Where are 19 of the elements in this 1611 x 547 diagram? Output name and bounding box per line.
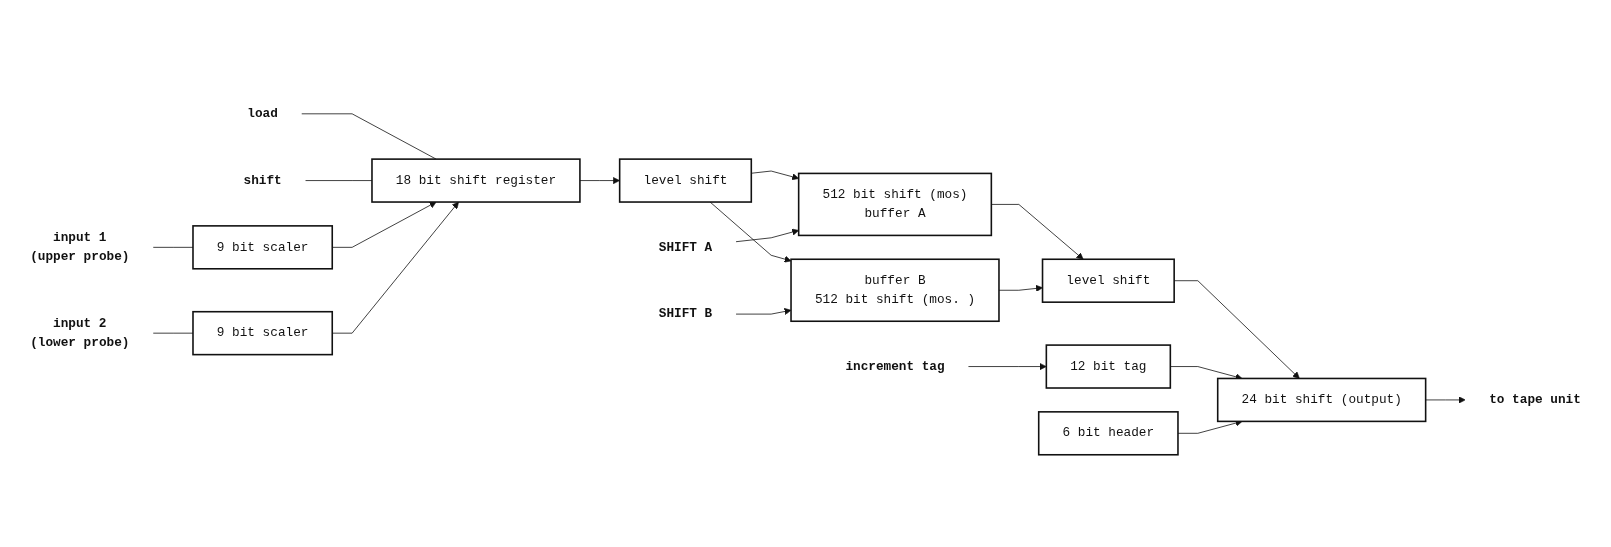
node-text: increment tag [845,359,945,374]
connector [301,113,437,160]
node-box: 9 bit scaler [192,225,334,270]
node-text: shift [243,173,282,188]
node-box: 9 bit scaler [192,310,334,356]
node-box: 12 bit tag [1045,344,1172,389]
node-text: load [247,106,278,121]
node-box: 24 bit shift (output) [1216,377,1427,423]
node-box: 512 bit shift (mos) buffer A [797,172,993,237]
node-text: SHIFT A [658,240,713,255]
node-box: level shift [1041,258,1175,303]
node-text: input 2 (lower probe) [30,316,130,350]
node-box: buffer B 512 bit shift (mos. ) [790,258,1000,322]
node-box: 18 bit shift register [371,158,581,203]
node-text: input 1 (upper probe) [30,230,130,264]
node-box: level shift [618,158,753,203]
node-text: SHIFT B [658,306,713,322]
node-box: 6 bit header [1037,411,1179,456]
node-text: to tape unit [1489,392,1581,408]
